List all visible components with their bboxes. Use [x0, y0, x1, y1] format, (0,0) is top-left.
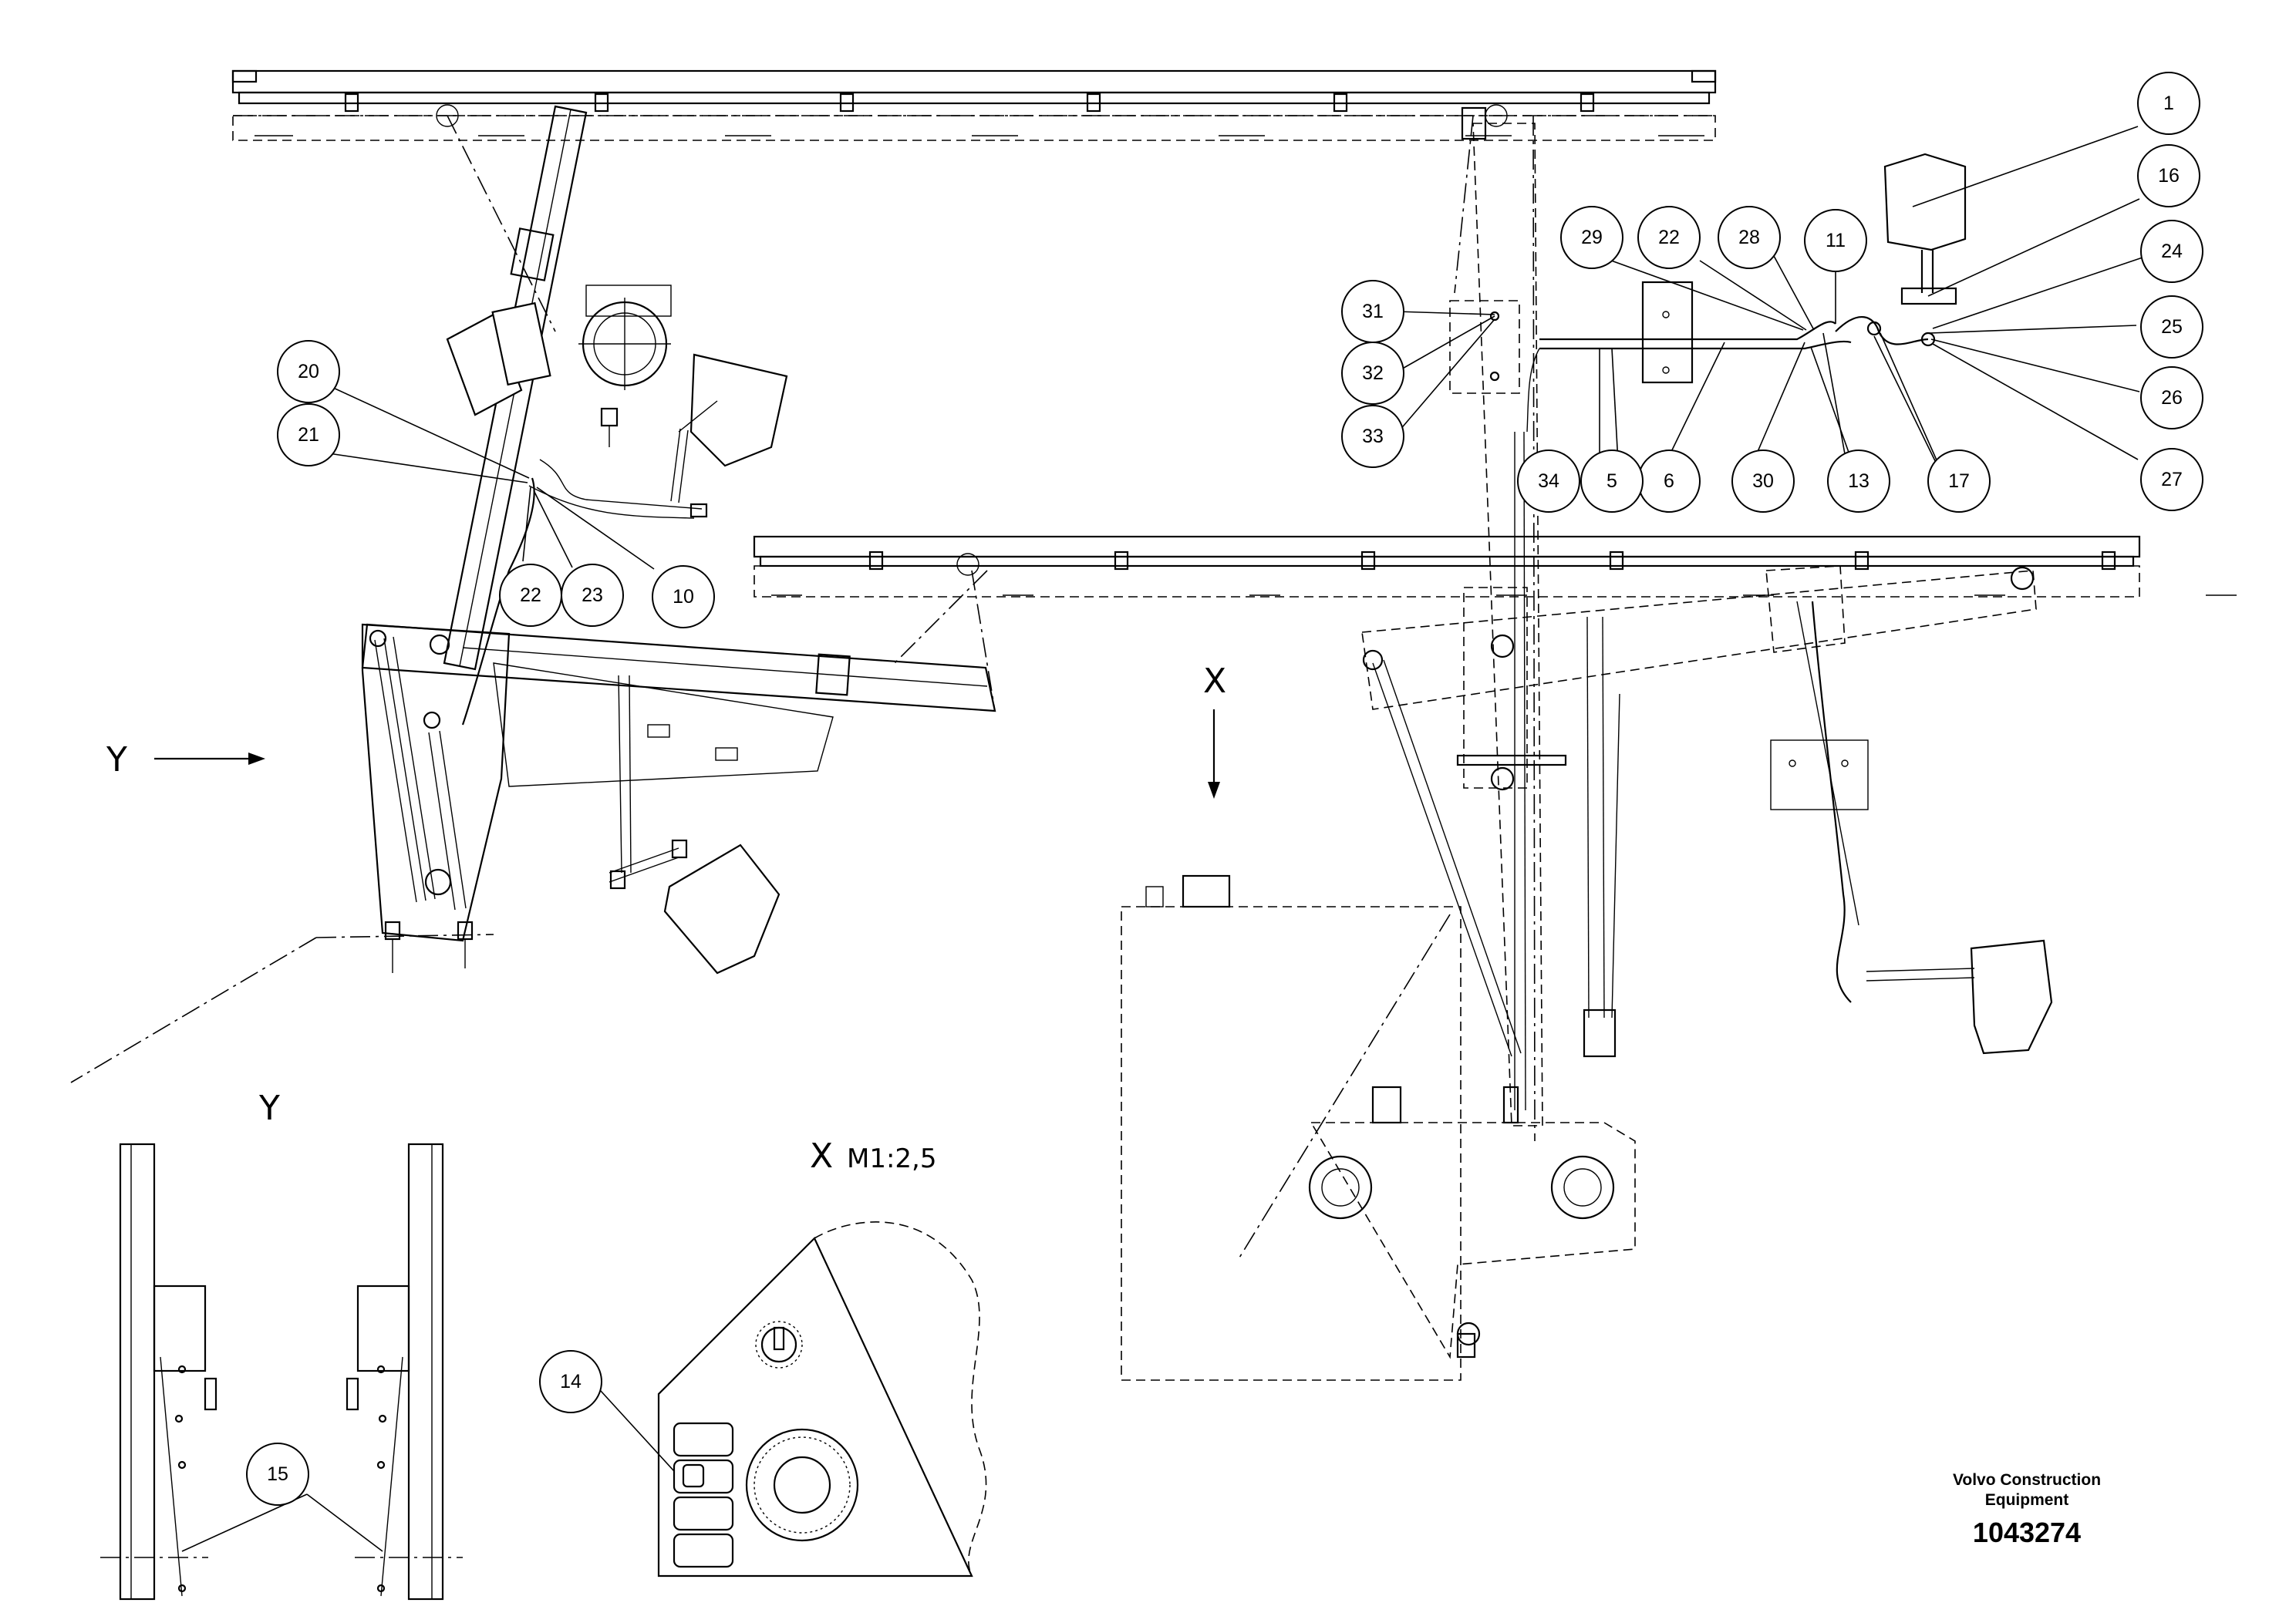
callout-14-label: 14: [560, 1371, 582, 1392]
callout-25: 25: [2140, 295, 2203, 359]
callout-16-label: 16: [2158, 165, 2180, 187]
callout-31: 31: [1341, 280, 1404, 343]
company-line-1: Volvo Construction: [1953, 1471, 2101, 1489]
callout-25-label: 25: [2161, 316, 2183, 338]
callout-24-label: 24: [2161, 241, 2183, 262]
callout-17-label: 17: [1948, 470, 1970, 492]
callout-34-label: 34: [1538, 470, 1559, 492]
callout-30-label: 30: [1752, 470, 1774, 492]
callout-33: 33: [1341, 405, 1404, 468]
callout-34: 34: [1517, 450, 1580, 513]
callout-29-label: 29: [1581, 227, 1603, 248]
detail-x-view: [657, 1221, 987, 1578]
callout-1-label: 1: [2163, 93, 2174, 114]
callout-32: 32: [1341, 342, 1404, 405]
view-arrows: [154, 709, 1220, 799]
callout-14: 14: [539, 1350, 602, 1413]
callout-11-label: 11: [1826, 230, 1846, 251]
middle-rail: [753, 535, 2237, 598]
callout-30: 30: [1731, 450, 1795, 513]
detail-x-scale: M1:2,5: [847, 1143, 937, 1174]
callout-23-label: 23: [582, 584, 603, 606]
callout-33-label: 33: [1362, 426, 1384, 447]
callout-13-label: 13: [1848, 470, 1870, 492]
callout-32-label: 32: [1362, 362, 1384, 384]
callout-6-label: 6: [1664, 470, 1674, 492]
callout-20-label: 20: [298, 361, 319, 382]
callout-17: 17: [1927, 450, 1991, 513]
callout-5-label: 5: [1607, 470, 1617, 492]
left-mast-assembly: [70, 105, 996, 1083]
callout-27-label: 27: [2161, 469, 2183, 490]
top-rail: [231, 69, 1717, 141]
callout-20: 20: [277, 340, 340, 403]
view-arrow-y-label: Y: [106, 740, 127, 780]
callout-28: 28: [1718, 206, 1781, 269]
callout-10: 10: [652, 565, 715, 628]
callout-1: 1: [2137, 72, 2200, 135]
company-line-2: Equipment: [1985, 1491, 2069, 1509]
callout-15-label: 15: [267, 1463, 288, 1485]
callout-21-label: 21: [298, 424, 319, 446]
callout-29: 29: [1560, 206, 1623, 269]
callout-27: 27: [2140, 448, 2203, 511]
drawing-number: 1043274: [1973, 1517, 2081, 1548]
callout-10-label: 10: [673, 586, 694, 608]
callout-11: 11: [1804, 209, 1867, 272]
callout-24: 24: [2140, 220, 2203, 283]
callout-15: 15: [246, 1443, 309, 1506]
callout-16: 16: [2137, 144, 2200, 207]
callout-13: 13: [1827, 450, 1890, 513]
callout-26: 26: [2140, 366, 2203, 429]
callout-21: 21: [277, 403, 340, 466]
callout-31-label: 31: [1362, 301, 1384, 322]
callout-28-label: 28: [1738, 227, 1760, 248]
callout-22-left: 22: [499, 564, 562, 627]
callout-23: 23: [561, 564, 624, 627]
callout-26-label: 26: [2161, 387, 2183, 409]
callout-5: 5: [1580, 450, 1644, 513]
detail-y-view: [100, 1143, 463, 1601]
callout-22-right: 22: [1637, 206, 1701, 269]
leader-lines: [181, 126, 2143, 1552]
right-mast-assembly: [1121, 106, 2053, 1381]
detail-x-label: X: [810, 1136, 833, 1176]
callout-6: 6: [1637, 450, 1701, 513]
callout-22-left-label: 22: [520, 584, 541, 606]
view-arrow-x-label: X: [1203, 662, 1226, 701]
callout-22-right-label: 22: [1658, 227, 1680, 248]
detail-y-label: Y: [258, 1089, 280, 1128]
title-block: Volvo Construction Equipment 1043274: [1953, 1471, 2101, 1548]
